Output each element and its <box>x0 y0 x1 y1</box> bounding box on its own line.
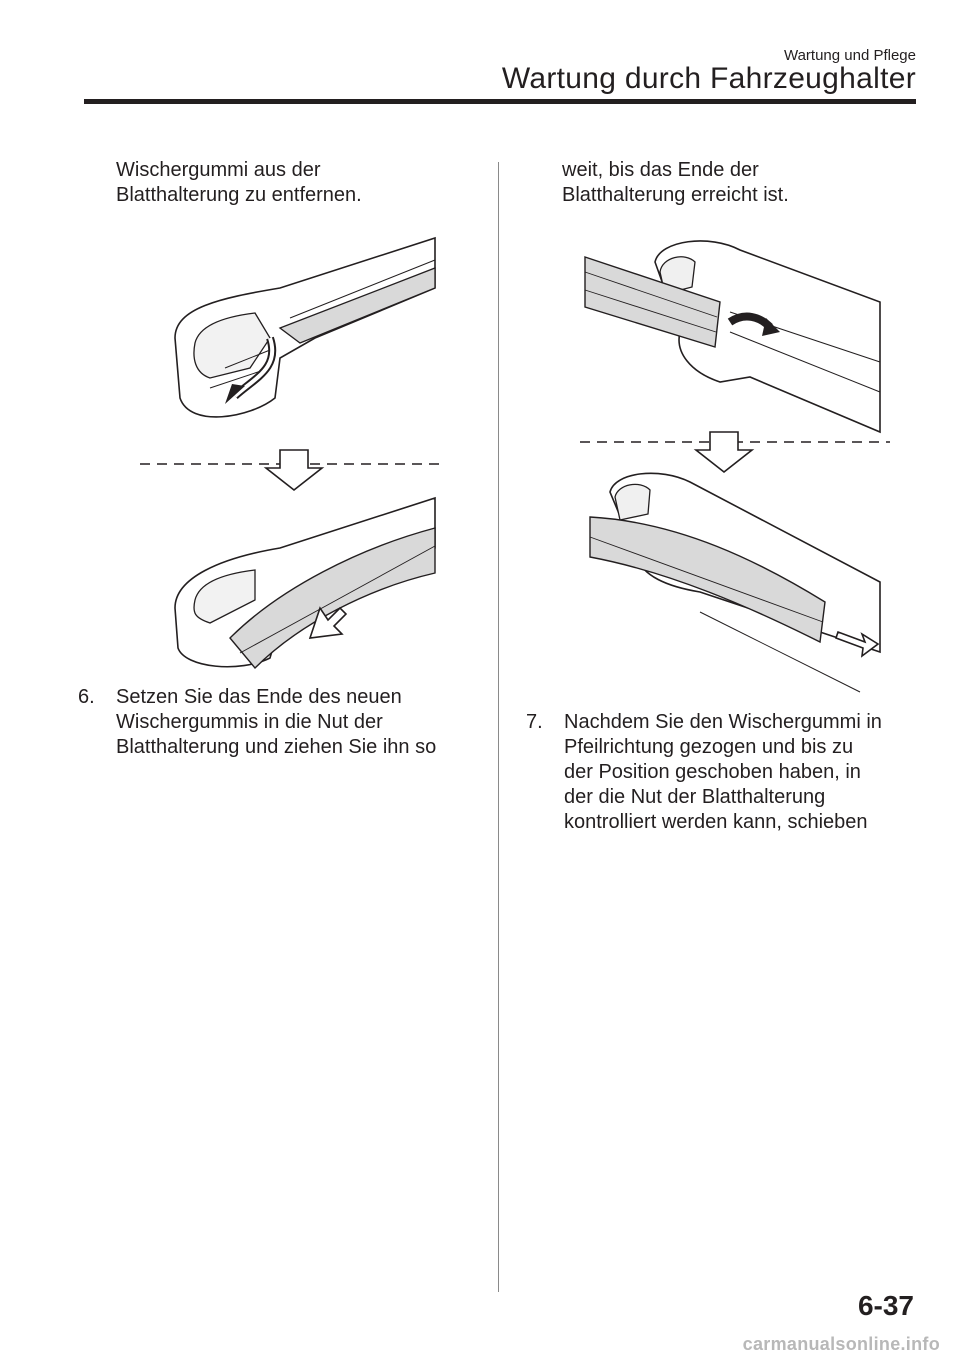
text-line: weit, bis das Ende der <box>562 159 759 181</box>
left-illustration <box>140 236 445 670</box>
step-number: 7. <box>526 711 543 733</box>
text-line: Blatthalterung und ziehen Sie ihn so <box>116 736 437 758</box>
text-line: Setzen Sie das Ende des neuen <box>116 686 402 708</box>
slide-arrow-icon <box>834 630 880 658</box>
text-line: Nachdem Sie den Wischergummi in <box>564 711 882 733</box>
pull-arrow-icon <box>308 606 348 639</box>
wiper-holder-figure-3 <box>584 240 881 434</box>
step-down-arrow-icon <box>693 431 755 474</box>
right-illustration <box>580 240 890 693</box>
wiper-holder-figure-1 <box>174 236 436 418</box>
text-line: Blatthalterung erreicht ist. <box>562 184 789 206</box>
text-line: Pfeilrichtung gezogen und bis zu <box>564 736 854 758</box>
step-transition <box>580 431 890 474</box>
text-line: der Position geschoben haben, in <box>564 761 861 783</box>
slide-arrow-icon <box>727 312 780 336</box>
step-6: 6. Setzen Sie das Ende des neuen Wischerg… <box>78 685 436 760</box>
text-line: Wischergummi aus der <box>116 159 321 181</box>
text-line: der die Nut der Blatthalterung <box>564 786 826 808</box>
column-divider <box>498 162 499 1292</box>
header-rule <box>84 99 916 104</box>
watermark: carmanualsonline.info <box>742 1334 940 1354</box>
step-down-arrow-icon <box>263 449 325 492</box>
step-number: 6. <box>78 686 95 708</box>
page-number: 6-37 <box>857 1290 914 1321</box>
wiper-holder-figure-4 <box>589 472 881 693</box>
removal-arrow-icon <box>225 336 277 404</box>
wiper-holder-figure-2 <box>174 496 436 670</box>
left-intro-text: Wischergummi aus der Blatthalterung zu e… <box>116 158 362 208</box>
section-title: Wartung durch Fahrzeughalter <box>501 62 916 95</box>
text-line: kontrolliert werden kann, schieben <box>564 811 868 833</box>
right-intro-text: weit, bis das Ende der Blatthalterung er… <box>562 158 789 208</box>
step-7: 7. Nachdem Sie den Wischergummi in Pfeilr… <box>526 710 882 835</box>
chapter-title: Wartung und Pflege <box>783 47 916 64</box>
text-line: Blatthalterung zu entfernen. <box>116 184 362 206</box>
text-line: Wischergummis in die Nut der <box>116 711 383 733</box>
step-transition <box>140 449 445 492</box>
